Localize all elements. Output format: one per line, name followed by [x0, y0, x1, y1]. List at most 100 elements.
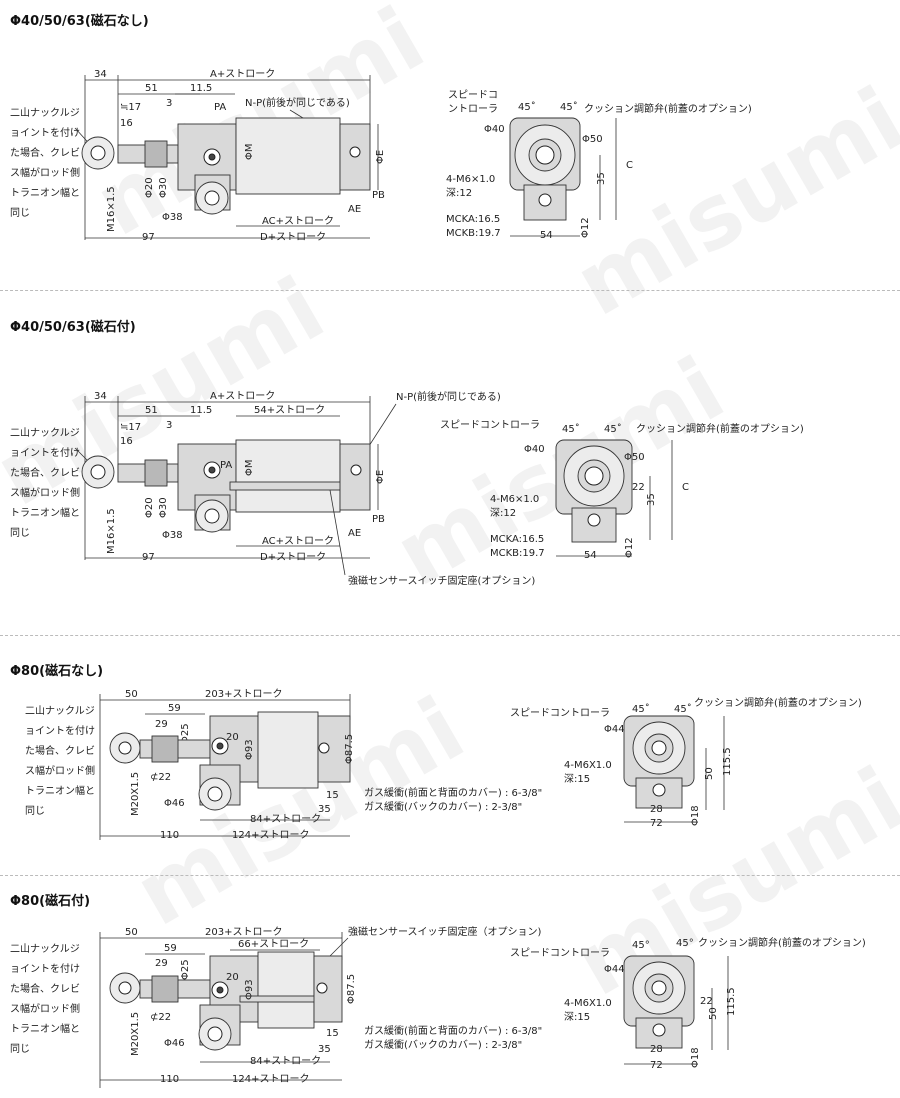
label-cushion-valve: クッション調節弁(前蓋のオプション)	[698, 936, 866, 949]
side-view-magnet-80: 二山ナックルジ ョイントを付け た場合、クレビ ス幅がロッド側 トラニオン幅と …	[10, 925, 866, 1088]
dim-np: N-P(前後が同じである)	[396, 390, 501, 403]
dim-phi50: Φ50	[582, 134, 603, 145]
note-line: た場合、クレビ	[25, 744, 95, 757]
dim-124: 124+ストローク	[232, 829, 309, 841]
note-line: 二山ナックルジ	[10, 427, 80, 439]
dim-11-5: 11.5	[190, 83, 212, 94]
dim-phi-e: ΦE	[375, 150, 386, 164]
dim-m16: M16×1.5	[106, 186, 117, 232]
dim-54: 54	[540, 230, 553, 241]
dim-ac: AC+ストローク	[262, 535, 334, 547]
dim-c: C	[626, 160, 633, 171]
dim-16: 16	[120, 118, 133, 129]
dim-124: 124+ストローク	[232, 1073, 309, 1085]
dim-59: 59	[164, 943, 177, 954]
note-line: トラニオン幅と	[10, 506, 80, 519]
section-divider	[0, 290, 900, 291]
dim-72: 72	[650, 1060, 663, 1071]
note-line: 同じ	[25, 805, 45, 817]
dim-15: 15	[326, 1028, 339, 1039]
note-line: ョイントを付け	[25, 724, 95, 737]
label-gas-cushion-2: ガス緩衝(バックのカバー) : 2-3/8"	[364, 1038, 522, 1051]
dim-phi18: Φ18	[690, 1047, 701, 1068]
dim-pb: PB	[372, 514, 385, 525]
dim-29: 29	[155, 719, 168, 730]
label-gas-cushion-1: ガス緩衝(前面と背面のカバー) : 6-3/8"	[364, 1024, 542, 1037]
section-title: Φ80(磁石付)	[10, 894, 91, 909]
section-title: Φ40/50/63(磁石付)	[10, 320, 136, 335]
dim-11-5: 11.5	[190, 405, 212, 416]
note-line: た場合、クレビ	[10, 146, 80, 159]
note-line: た場合、クレビ	[10, 982, 80, 995]
angle-45-left: 45˚	[632, 703, 650, 715]
dim-phi25: Φ25	[180, 723, 191, 744]
note-line: た場合、クレビ	[10, 466, 80, 479]
label-speed-controller: スピードコントローラ	[440, 419, 540, 431]
dim-phi30: Φ30	[158, 497, 169, 518]
note-line: ョイントを付け	[10, 126, 80, 139]
dim-phi-m: ΦM	[244, 144, 255, 161]
note-line: 同じ	[10, 527, 30, 539]
label-cushion-valve: クッション調節弁(前蓋のオプション)	[636, 422, 804, 435]
dim-28: 28	[650, 804, 663, 815]
dim-depth: 深:15	[564, 773, 590, 785]
dim-depth: 深:15	[564, 1011, 590, 1023]
label-cushion-valve: クッション調節弁(前蓋のオプション)	[694, 696, 862, 709]
dim-phi40: Φ40	[524, 444, 545, 455]
angle-45-left: 45°	[632, 940, 650, 951]
dim-pb: PB	[372, 190, 385, 201]
dim-phi-e: ΦE	[375, 470, 386, 484]
dim-depth: 深:12	[490, 507, 516, 519]
dim-ae: AE	[348, 204, 361, 215]
dim-phi46: Φ46	[164, 798, 185, 809]
dim-a-stroke: A+ストローク	[210, 390, 275, 402]
dim-29: 29	[155, 958, 168, 969]
dim-a-stroke: A+ストローク	[210, 68, 275, 80]
dim-phi46: Φ46	[164, 1038, 185, 1049]
dim-20: 20	[226, 972, 239, 983]
dim-phi50: Φ50	[624, 452, 645, 463]
dim-ac: AC+ストローク	[262, 215, 334, 227]
dim-phi87-5: Φ87.5	[346, 974, 357, 1004]
dim-phi44: Φ44	[604, 724, 625, 735]
dim-50: 50	[708, 1007, 719, 1020]
dim-m6: 4-M6×1.0	[446, 174, 495, 185]
dim-54: 54	[584, 550, 597, 561]
dim-3: 3	[166, 98, 172, 109]
dim-phi44: Φ44	[604, 964, 625, 975]
dim-51: 51	[145, 83, 158, 94]
dim-59: 59	[168, 703, 181, 714]
front-view-no-magnet-80: スピードコントローラ 45˚ 45˚ クッション調節弁(前蓋のオプション) Φ4…	[510, 696, 862, 829]
dim-50: 50	[125, 689, 138, 700]
angle-45-right: 45°	[676, 938, 694, 949]
dim-84: 84+ストローク	[250, 1055, 321, 1067]
note-line: トラニオン幅と	[25, 784, 95, 797]
dim-mcka: MCKA:16.5	[490, 534, 544, 545]
note-line: ョイントを付け	[10, 962, 80, 975]
dim-17: ≒17	[120, 102, 141, 113]
dim-m6: 4-M6X1.0	[564, 760, 612, 771]
dim-phi38: Φ38	[162, 212, 183, 223]
dim-phi18: Φ18	[690, 805, 701, 826]
note-line: ス幅がロッド側	[10, 1002, 80, 1015]
dim-np: N-P(前後が同じである)	[245, 96, 350, 109]
note-line: ス幅がロッド側	[10, 166, 80, 179]
dim-ae: AE	[348, 528, 361, 539]
dim-phi30: Φ30	[158, 177, 169, 198]
dim-phi93: Φ93	[244, 739, 255, 760]
angle-45-left: 45˚	[518, 101, 536, 113]
label-gas-cushion-1: ガス緩衝(前面と背面のカバー) : 6-3/8"	[364, 786, 542, 799]
dim-m20: M20X1.5	[130, 772, 141, 816]
label-speed-controller: スピードコントローラ	[510, 947, 610, 959]
dim-97: 97	[142, 232, 155, 243]
angle-45-right: 45˚	[604, 423, 622, 435]
dim-mcka: MCKA:16.5	[446, 214, 500, 225]
dim-phi93: Φ93	[244, 979, 255, 1000]
dim-50: 50	[704, 767, 715, 780]
front-view-magnet-80: スピードコントローラ 45° 45° クッション調節弁(前蓋のオプション) Φ4…	[510, 936, 866, 1071]
side-view-no-magnet-80: 二山ナックルジ ョイントを付け た場合、クレビ ス幅がロッド側 トラニオン幅と …	[25, 688, 862, 841]
dim-d-stroke: D+ストローク	[260, 231, 326, 243]
dim-c: C	[682, 482, 689, 493]
dim-203: 203+ストローク	[205, 926, 282, 938]
dim-c22: ⊄22	[150, 1012, 171, 1023]
